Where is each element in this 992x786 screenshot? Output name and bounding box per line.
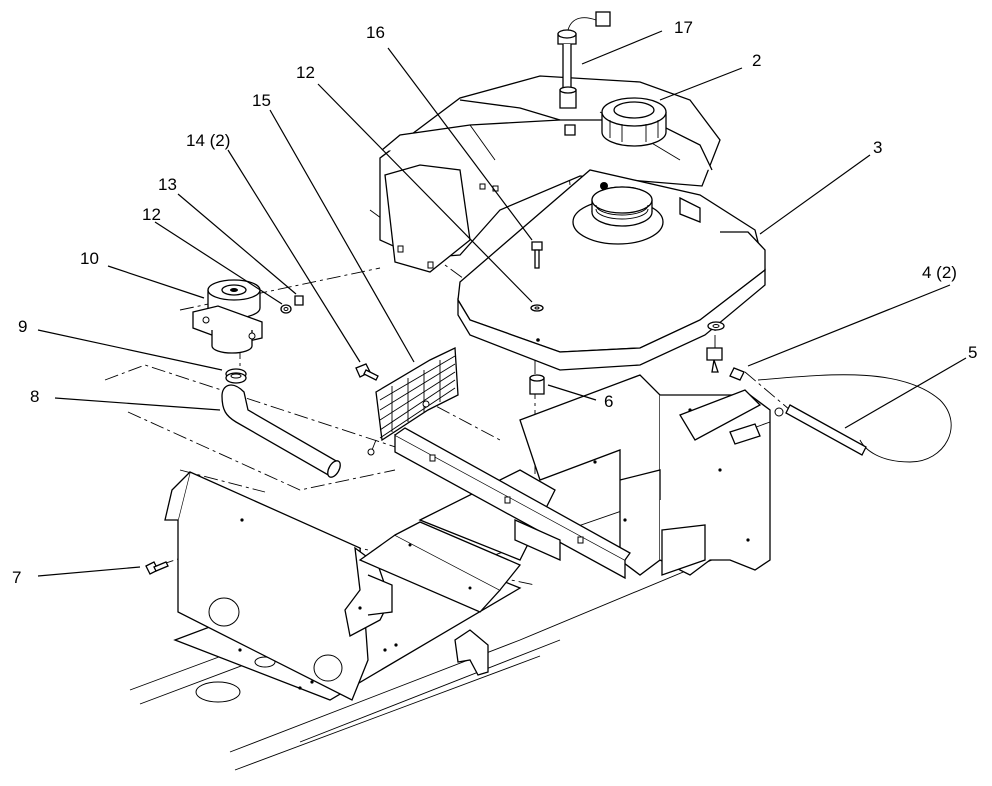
fuel-sender — [557, 11, 611, 136]
fuel-cap — [601, 97, 667, 147]
callout-6: 6 — [604, 392, 613, 411]
callout-8: 8 — [30, 387, 39, 406]
callout-16: 16 — [366, 23, 385, 42]
fuel-hose — [221, 384, 341, 478]
callout-3: 3 — [873, 138, 882, 157]
angle-cross-bar — [394, 427, 631, 580]
front-mounting-panel — [164, 471, 393, 701]
bolt-14 — [355, 363, 379, 381]
bolt-7 — [145, 561, 169, 575]
callout-12-left: 12 — [142, 205, 161, 224]
fuel-pump — [192, 279, 304, 354]
callout-12-top: 12 — [296, 63, 315, 82]
callout-13: 13 — [158, 175, 177, 194]
hose-clamp — [225, 368, 247, 384]
callout-2: 2 — [752, 51, 761, 70]
fuel-tank — [379, 75, 766, 371]
callout-7: 7 — [12, 568, 21, 587]
fuel-line — [729, 374, 952, 463]
callout-17: 17 — [674, 18, 693, 37]
callout-5: 5 — [968, 343, 977, 362]
callout-15: 15 — [252, 91, 271, 110]
callout-14: 14 (2) — [186, 131, 230, 150]
tank-hardware-stack — [529, 241, 545, 395]
callout-labels: 17 16 12 2 15 14 (2) 3 13 12 10 4 (2) 9 … — [12, 18, 977, 587]
callout-9: 9 — [18, 317, 27, 336]
callout-10: 10 — [80, 249, 99, 268]
screen-grille — [367, 346, 459, 456]
callout-4: 4 (2) — [922, 263, 957, 282]
fitting-4 — [706, 321, 745, 381]
leader-lines — [37, 30, 967, 577]
